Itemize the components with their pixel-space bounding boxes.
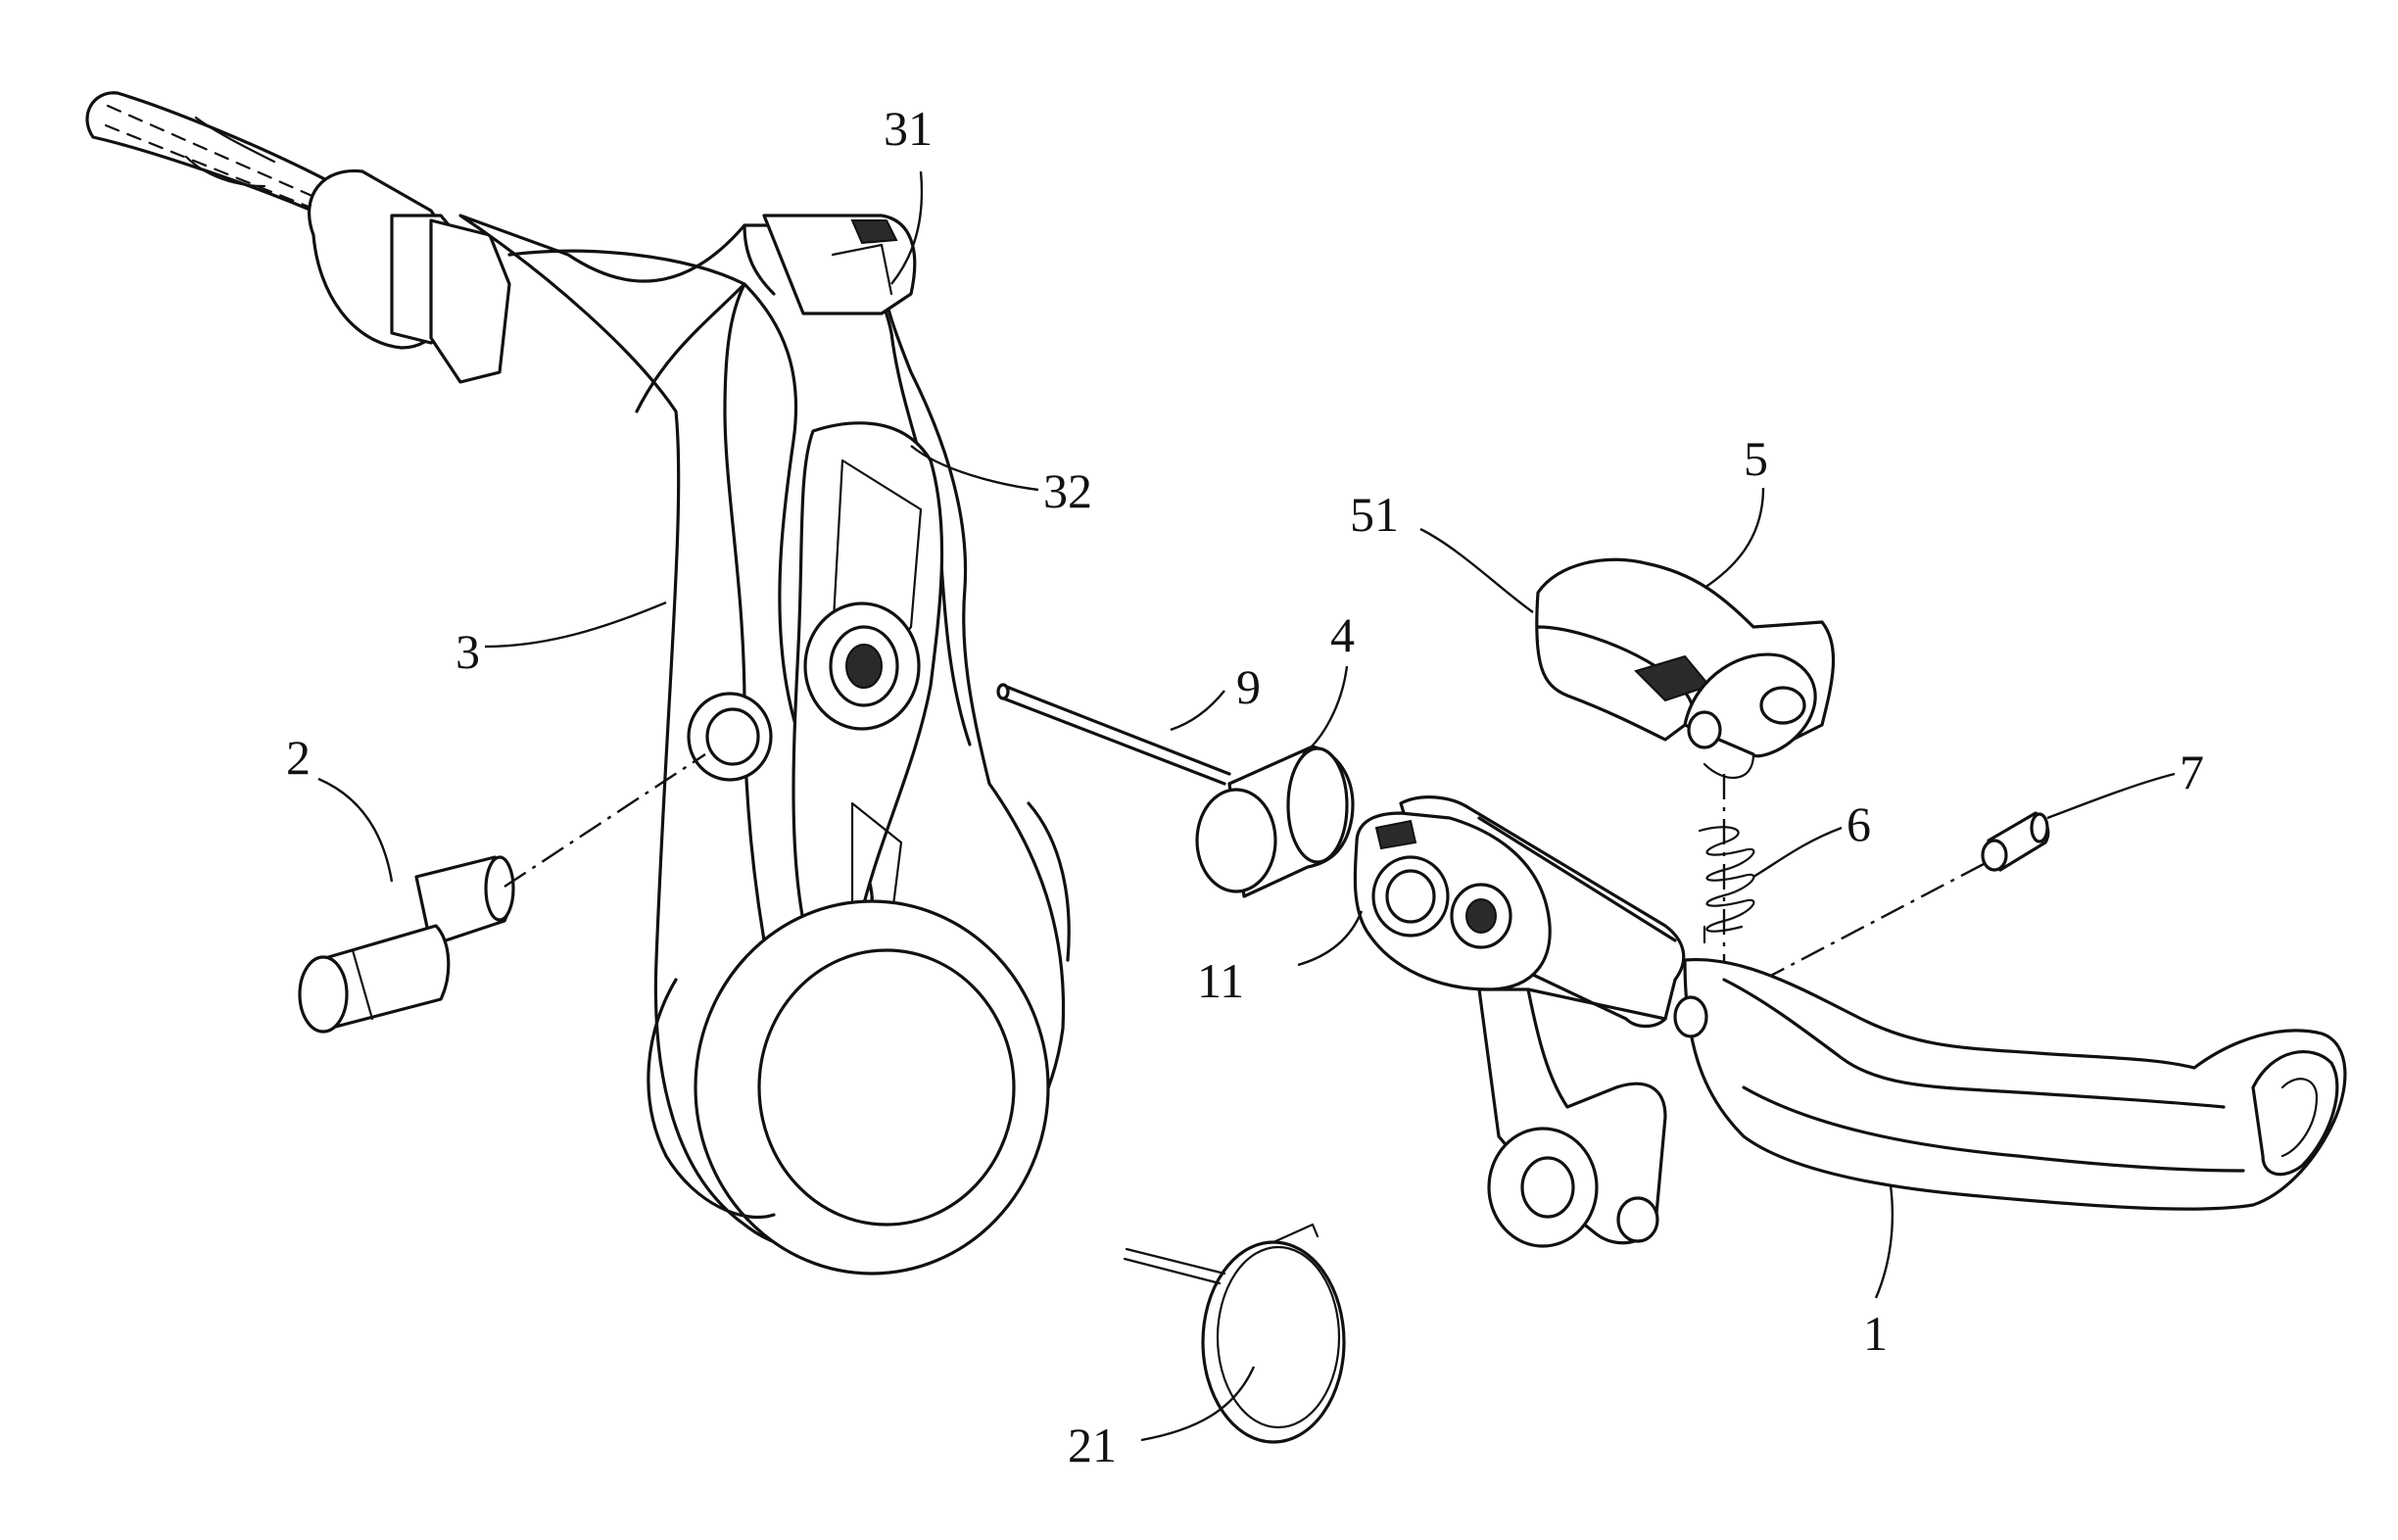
brake-lever (1355, 797, 2345, 1246)
bracket-housing (460, 216, 1069, 1274)
leader-6 (1753, 828, 1842, 877)
leader-11 (1298, 911, 1362, 965)
label-11: 11 (1197, 953, 1244, 1008)
leader-1 (1876, 1185, 1893, 1298)
label-7: 7 (2180, 745, 2204, 799)
label-9: 9 (1236, 659, 1261, 714)
leader-51 (1420, 529, 1533, 612)
brake-cable (87, 93, 338, 216)
leader-3 (485, 602, 666, 647)
label-5: 5 (1744, 431, 1768, 486)
pin-7-axis-line (1763, 864, 1984, 980)
small-pin (1983, 813, 2048, 870)
label-2: 2 (286, 730, 311, 785)
cam-block (1537, 559, 1834, 778)
label-31: 31 (884, 101, 933, 156)
label-4: 4 (1330, 607, 1355, 662)
leader-2 (318, 779, 392, 882)
leader-5 (1704, 488, 1763, 588)
label-21: 21 (1068, 1418, 1117, 1472)
label-51: 51 (1350, 487, 1399, 542)
label-1: 1 (1863, 1306, 1888, 1361)
cable-ferrule (310, 170, 509, 382)
rod (998, 685, 1229, 784)
leader-4 (1303, 666, 1347, 754)
label-6: 6 (1846, 796, 1871, 851)
label-3: 3 (456, 624, 480, 679)
pivot-pin (300, 857, 513, 1032)
leader-9 (1171, 691, 1224, 730)
label-32: 32 (1043, 463, 1092, 518)
torsion-spring (1125, 1225, 1344, 1442)
compression-spring (1700, 827, 1753, 942)
leader-7 (2047, 774, 2175, 818)
